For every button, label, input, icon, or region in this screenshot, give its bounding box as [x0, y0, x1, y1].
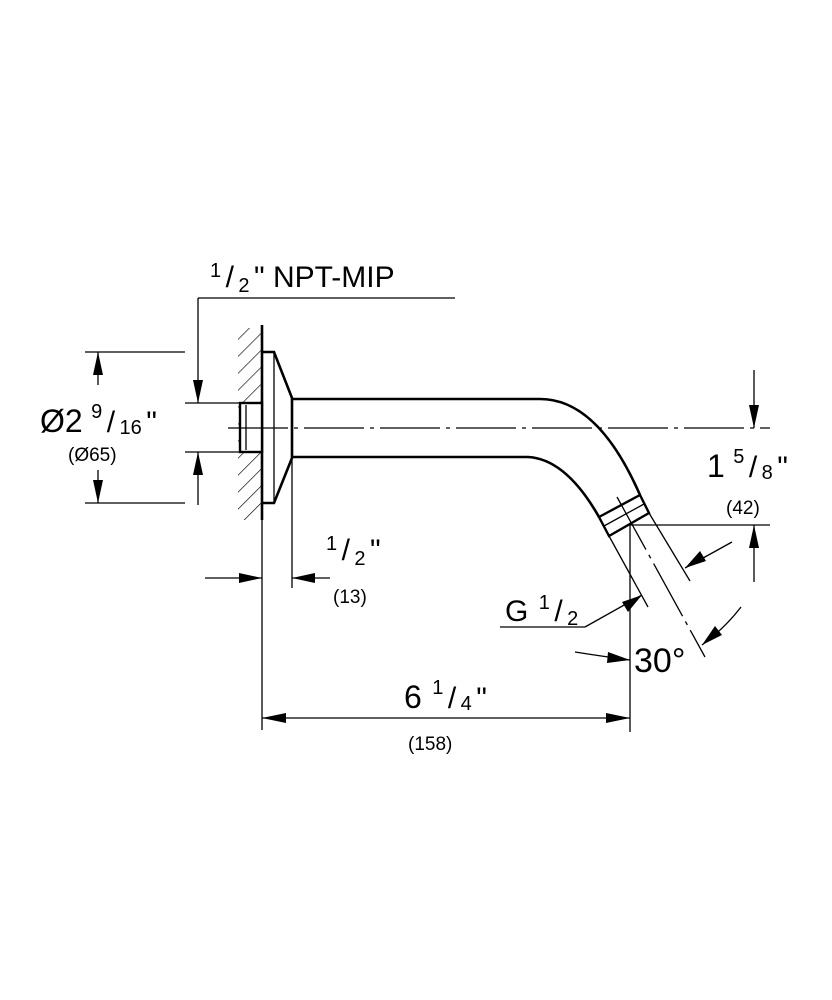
length-dimension — [262, 713, 630, 723]
drop-metric: (42) — [726, 498, 760, 519]
flange-diameter-metric: (Ø65) — [68, 445, 117, 466]
drop-label: 1 5 / 8 " — [707, 446, 788, 484]
angle-dimension — [574, 525, 742, 732]
flange-depth-dimension — [205, 460, 330, 730]
flange-depth-label: 1 / 2 " — [326, 533, 381, 570]
flange-diameter-dimension — [85, 351, 185, 504]
drop-dimension — [630, 370, 770, 582]
centerlines — [228, 427, 770, 658]
length-label: 6 1 / 4 " — [404, 677, 487, 715]
length-metric: (158) — [408, 734, 452, 755]
shower-arm-pipe — [292, 397, 651, 538]
flange-depth-metric: (13) — [333, 587, 367, 608]
angle-label: 30° — [634, 642, 685, 680]
outlet-thread-label: G 1 / 2 — [505, 592, 578, 630]
inlet-thread-dimension — [185, 297, 455, 505]
outlet-thread-dimension — [500, 512, 733, 628]
inlet-thread-label: 1 / 2 " NPT-MIP — [210, 260, 395, 297]
flange-diameter-label: Ø2 9 / 16 " — [40, 401, 157, 439]
